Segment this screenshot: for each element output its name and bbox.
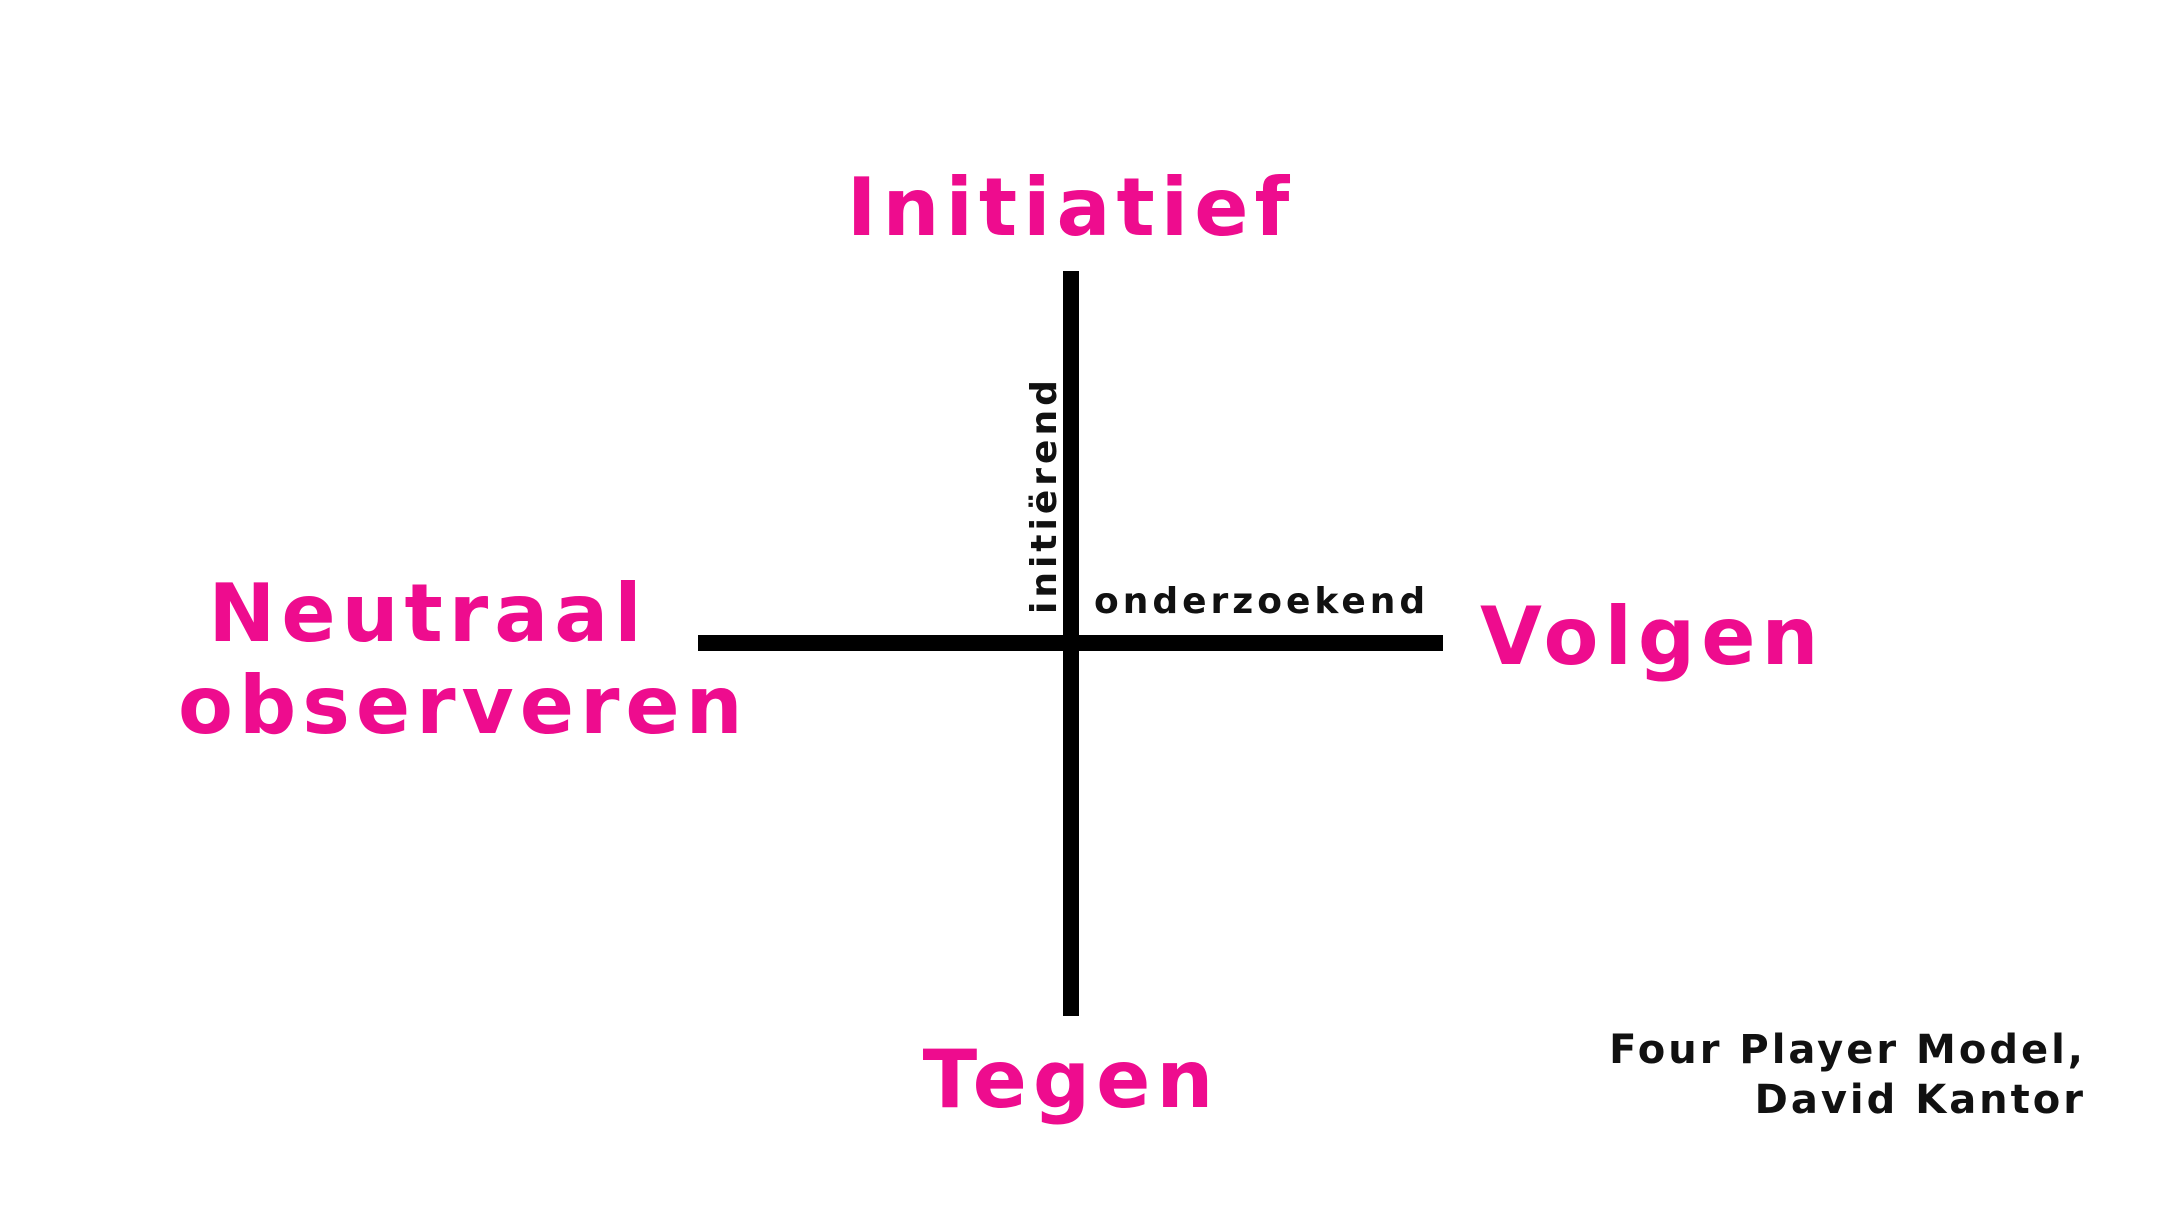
pole-left-line1: Neutraal [208, 567, 648, 660]
pole-left-line2: observeren [178, 659, 749, 752]
pole-left-label: Neutraal observeren [178, 567, 749, 752]
horizontal-axis-line [698, 635, 1443, 651]
credit-line1: Four Player Model, [1609, 1027, 2086, 1073]
pole-bottom-label: Tegen [922, 1033, 1220, 1126]
pole-top-label: Initiatief [846, 161, 1296, 254]
credit-caption: Four Player Model, David Kantor [1609, 1025, 2086, 1125]
pole-right-label: Volgen [1480, 590, 1825, 683]
horizontal-axis-label: onderzoekend [1094, 581, 1430, 622]
vertical-axis-label: initiërend [1024, 376, 1065, 614]
credit-line2: David Kantor [1754, 1077, 2086, 1123]
